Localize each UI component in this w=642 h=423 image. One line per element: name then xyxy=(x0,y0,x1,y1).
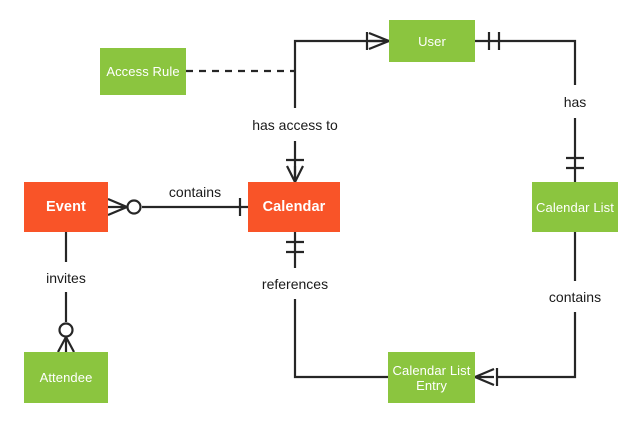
edge-label-has-access-to: has access to xyxy=(248,117,342,133)
entity-calendar-list[interactable]: Calendar List xyxy=(532,182,618,232)
connector-user-has-access-to-calendar xyxy=(293,39,389,108)
edge-label-contains-event-calendar: contains xyxy=(164,184,226,200)
edge-label-references-text: references xyxy=(261,276,329,292)
edge-label-invites: invites xyxy=(42,270,90,286)
edge-label-has: has xyxy=(559,94,591,110)
marker-crowfoot-user-access xyxy=(368,31,390,51)
marker-circle-event-contains xyxy=(126,199,142,215)
entity-user[interactable]: User xyxy=(389,20,475,62)
marker-circle-attendee-invites xyxy=(58,322,74,338)
entity-calendar-list-entry-label-line1: Calendar List xyxy=(392,362,471,378)
connector-calendar-references-entry-lower xyxy=(293,299,388,379)
entity-calendar[interactable]: Calendar xyxy=(248,182,340,232)
entity-calendar-label: Calendar xyxy=(262,198,326,215)
connector-calendarlist-contains-entry-lower xyxy=(498,312,577,379)
edge-label-has-text: has xyxy=(563,94,587,110)
marker-crowfoot-calendar-access xyxy=(286,165,304,183)
entity-attendee-label: Attendee xyxy=(39,370,93,385)
entity-calendar-list-entry-label-line2: Entry xyxy=(416,377,447,393)
edge-label-contains-calendarlist-entry-text: contains xyxy=(548,289,602,305)
marker-crowfoot-event-contains xyxy=(107,197,128,217)
edge-label-contains-event-calendar-text: contains xyxy=(168,184,222,200)
entity-user-label: User xyxy=(418,33,446,49)
entity-calendar-list-entry[interactable]: Calendar List Entry xyxy=(388,352,475,403)
edge-label-contains-calendarlist-entry: contains xyxy=(544,289,606,305)
edge-label-has-access-to-text: has access to xyxy=(252,117,338,133)
entity-attendee[interactable]: Attendee xyxy=(24,352,108,403)
connector-user-has-calendarlist xyxy=(475,39,577,85)
marker-crowfoot-entry-contains xyxy=(474,367,495,387)
edge-label-invites-text: invites xyxy=(46,270,86,286)
entity-access-rule-label: Access Rule xyxy=(106,64,180,79)
edge-label-references: references xyxy=(257,276,333,292)
entity-calendar-list-label: Calendar List xyxy=(536,199,614,215)
entity-event-label: Event xyxy=(46,198,86,215)
entity-event[interactable]: Event xyxy=(24,182,108,232)
entity-calendar-list-entry-label: Calendar List Entry xyxy=(393,363,471,393)
marker-crowfoot-attendee-invites xyxy=(57,336,75,353)
entity-access-rule[interactable]: Access Rule xyxy=(100,48,186,95)
